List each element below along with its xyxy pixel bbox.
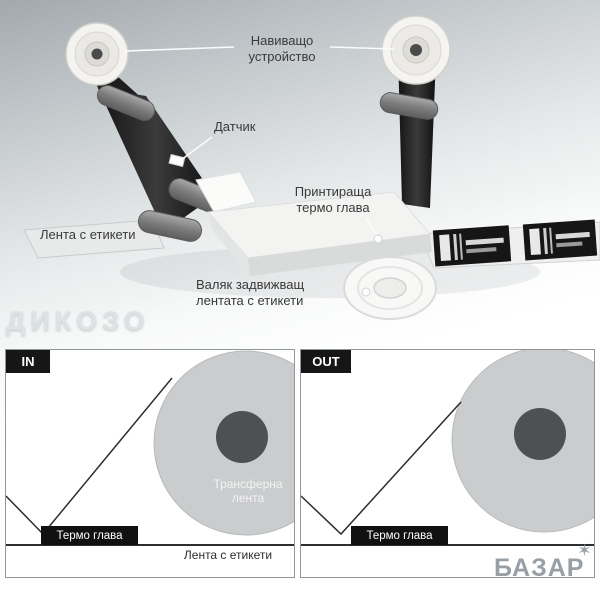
- barcode-label-1: [432, 225, 512, 267]
- roller-left-bottom: [137, 210, 203, 242]
- transfer-ribbon-label: Трансферна лента: [213, 477, 283, 506]
- panel-in-drawing: [6, 350, 294, 546]
- platen-label: Валяк задвижващ лентата с етикети: [196, 277, 305, 309]
- out-badge: OUT: [301, 350, 351, 373]
- barcode-label-2: [522, 219, 598, 261]
- ribbon-path: [6, 377, 173, 536]
- printhead-dot: [373, 234, 383, 244]
- label-tape-label: Лента с етикети: [40, 227, 136, 242]
- in-badge: IN: [6, 350, 50, 373]
- winder-spool-left: [65, 22, 129, 86]
- panel-in: IN Трансферна лента Термо глава Лента с …: [5, 349, 295, 578]
- printhead-label: Принтираща термо глава: [294, 184, 372, 216]
- sensor-mark: [168, 153, 186, 168]
- thermo-head-badge-out: Термо глава: [351, 526, 448, 545]
- star-icon: ✶: [577, 541, 593, 560]
- seller-watermark: ДИКОЗО: [6, 306, 150, 336]
- printer-mechanism-illustration: [23, 15, 600, 320]
- bazar-watermark: БАЗАР ✶: [494, 541, 591, 583]
- roller-right: [379, 92, 439, 120]
- platen-roller: [343, 256, 437, 320]
- sensor-label: Датчик: [214, 119, 256, 134]
- label-tape-left: [23, 219, 165, 259]
- printhead-platform: [195, 171, 432, 276]
- bazar-text: БАЗАР: [494, 554, 585, 582]
- label-tape-caption: Лента с етикети: [183, 548, 273, 562]
- winder-label: Навиващо устройство: [248, 33, 316, 65]
- ribbon-right: [398, 52, 436, 208]
- panel-out: OUT Термо глава: [300, 349, 595, 578]
- leader-lines: [123, 46, 395, 236]
- label-tape-right: [419, 219, 600, 269]
- ribbon-roll-core: [216, 411, 268, 463]
- roller-left-top: [96, 85, 156, 121]
- thermo-head-badge-in: Термо глава: [41, 526, 138, 545]
- ribbon-path: [301, 401, 462, 536]
- panel-out-drawing: [301, 350, 594, 546]
- ribbon-roll-core: [514, 408, 566, 460]
- platen-dot: [361, 287, 371, 297]
- winder-spool-right: [381, 15, 451, 85]
